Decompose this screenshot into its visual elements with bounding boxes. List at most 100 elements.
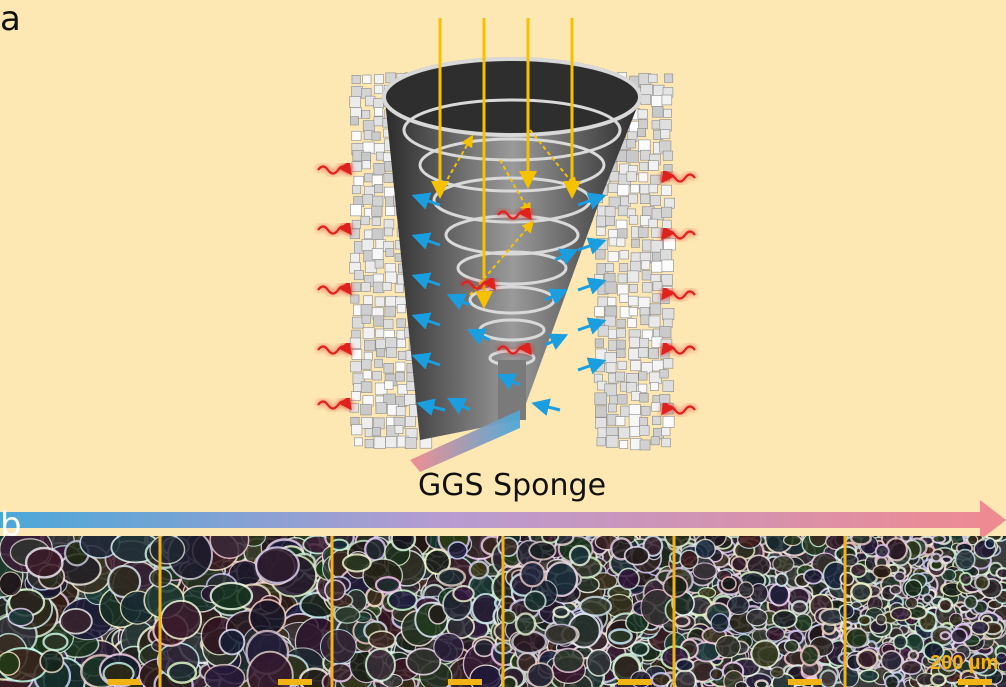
wall-tile xyxy=(351,75,361,85)
heat-wave xyxy=(661,400,696,416)
wall-tile xyxy=(639,417,648,427)
wall-tile xyxy=(604,352,617,365)
wall-tile xyxy=(651,402,661,412)
wall-tile xyxy=(595,249,606,260)
wall-tile xyxy=(371,427,381,437)
wall-tile xyxy=(637,227,649,238)
wall-tile xyxy=(595,405,608,418)
wall-tile xyxy=(395,361,406,372)
wall-tile xyxy=(383,318,394,329)
wall-tile xyxy=(385,248,395,257)
wall-tile xyxy=(626,171,637,182)
wall-tile xyxy=(660,274,673,286)
wall-tile xyxy=(628,215,639,225)
heat-wave xyxy=(497,340,532,356)
sem-image-strip xyxy=(0,536,1006,687)
wall-tile xyxy=(661,427,671,437)
wall-tile xyxy=(639,439,651,451)
wall-tile xyxy=(626,150,639,163)
wall-tile xyxy=(640,94,652,105)
wall-tile xyxy=(661,206,673,218)
reflected-ray xyxy=(529,129,578,190)
wall-tile xyxy=(651,95,663,107)
wall-tile xyxy=(639,337,650,348)
funnel-ring xyxy=(444,214,580,256)
wall-tile xyxy=(397,384,408,395)
vapor-arrow xyxy=(531,398,561,416)
wall-tile xyxy=(639,393,649,403)
wall-tile xyxy=(630,360,642,372)
wall-tile xyxy=(660,249,673,262)
vapor-arrow xyxy=(554,248,579,265)
wall-tile xyxy=(361,417,373,429)
sem-panel xyxy=(314,536,523,687)
wall-tile xyxy=(649,195,661,207)
wall-tile xyxy=(642,282,653,293)
wall-tile xyxy=(371,174,383,186)
wall-tile xyxy=(640,193,651,204)
wall-tile xyxy=(596,437,606,447)
wall-tile xyxy=(373,84,384,95)
wall-tile xyxy=(639,161,649,171)
wall-tile xyxy=(661,437,671,448)
wall-tile xyxy=(619,440,629,449)
funnel-core xyxy=(498,360,526,420)
wall-tile xyxy=(395,371,405,382)
wall-tile xyxy=(608,182,619,193)
wall-tile xyxy=(361,151,372,162)
wall-tile xyxy=(354,437,363,447)
wall-tile xyxy=(374,259,384,269)
scale-bar xyxy=(278,679,312,685)
wall-tile xyxy=(373,98,384,109)
wall-tile xyxy=(362,193,374,205)
wall-tile xyxy=(350,204,363,217)
wall-tile xyxy=(363,295,373,305)
wall-tile xyxy=(371,228,384,241)
wall-tile xyxy=(649,303,662,315)
vapor-arrow xyxy=(416,398,446,416)
wall-tile xyxy=(372,195,384,207)
wall-tile xyxy=(351,85,363,98)
wall-tile xyxy=(659,140,672,153)
vapor-arrow xyxy=(577,317,607,335)
heat-wave xyxy=(461,275,496,291)
wall-tile xyxy=(605,362,617,373)
wall-tile xyxy=(616,318,626,329)
wall-tile xyxy=(617,283,629,296)
wall-tile xyxy=(629,284,638,293)
wall-tile xyxy=(597,325,609,337)
wall-tile xyxy=(350,391,361,401)
wall-tile xyxy=(615,416,626,427)
wall-tile xyxy=(364,173,374,183)
reflected-ray xyxy=(443,134,474,186)
wall-tile xyxy=(361,314,371,324)
wall-tile xyxy=(349,96,361,108)
wall-tile xyxy=(404,394,416,406)
wall-tile xyxy=(608,403,617,413)
wall-tile xyxy=(607,251,619,263)
wall-tile xyxy=(650,174,661,186)
wall-tile xyxy=(404,416,416,427)
heat-wave xyxy=(317,395,352,411)
wall-tile xyxy=(662,380,675,392)
wall-tile xyxy=(394,283,404,293)
diagram-caption: GGS Sponge xyxy=(418,468,607,503)
wall-tile xyxy=(629,426,641,437)
wall-tile xyxy=(362,327,375,340)
wall-tile xyxy=(651,106,664,118)
sem-panel xyxy=(490,536,687,687)
wall-tile xyxy=(604,281,617,294)
wall-tile xyxy=(638,119,648,130)
wall-tile xyxy=(660,129,671,140)
wall-tile xyxy=(373,436,386,449)
wall-tile xyxy=(616,328,626,339)
wall-tile xyxy=(648,160,659,171)
wall-tile xyxy=(637,128,646,137)
vapor-arrow xyxy=(496,373,521,390)
wall-tile xyxy=(360,304,373,317)
wall-tile xyxy=(396,329,406,340)
vapor-arrow xyxy=(577,192,607,210)
wall-tile xyxy=(652,281,663,292)
wall-tile xyxy=(638,139,651,152)
